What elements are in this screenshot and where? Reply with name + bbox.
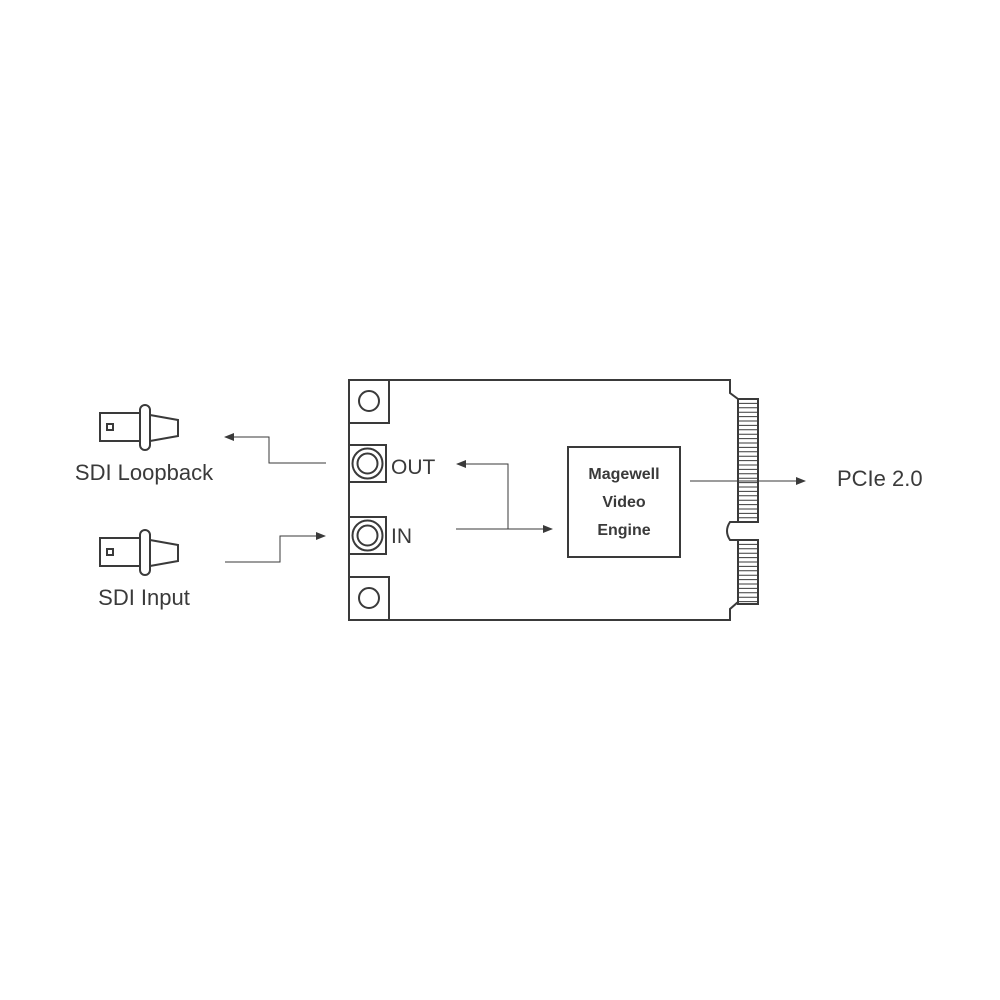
sdi-loopback-connector-icon bbox=[99, 404, 179, 451]
pcie-edge-connector bbox=[737, 398, 759, 605]
mounting-hole-bottom-icon bbox=[348, 576, 390, 621]
out-port-connector-icon bbox=[348, 444, 387, 483]
mounting-hole-top-icon bbox=[348, 379, 390, 424]
out-port-label: OUT bbox=[391, 456, 436, 479]
loopback-arrow bbox=[224, 433, 326, 464]
input-arrow bbox=[225, 532, 326, 563]
in-port-connector-icon bbox=[348, 516, 387, 555]
video-engine-block bbox=[567, 446, 681, 558]
engine-to-out-arrow bbox=[456, 460, 509, 529]
sdi-loopback-label: SDI Loopback bbox=[75, 460, 214, 485]
engine-label-line3: Engine bbox=[597, 522, 650, 539]
pcie-label: PCIe 2.0 bbox=[837, 466, 923, 491]
in-port-label: IN bbox=[391, 525, 412, 548]
sdi-input-label: SDI Input bbox=[98, 585, 190, 610]
sdi-input-connector-icon bbox=[99, 529, 179, 576]
engine-label-line1: Magewell bbox=[588, 466, 659, 483]
engine-label-line2: Video bbox=[602, 494, 646, 511]
